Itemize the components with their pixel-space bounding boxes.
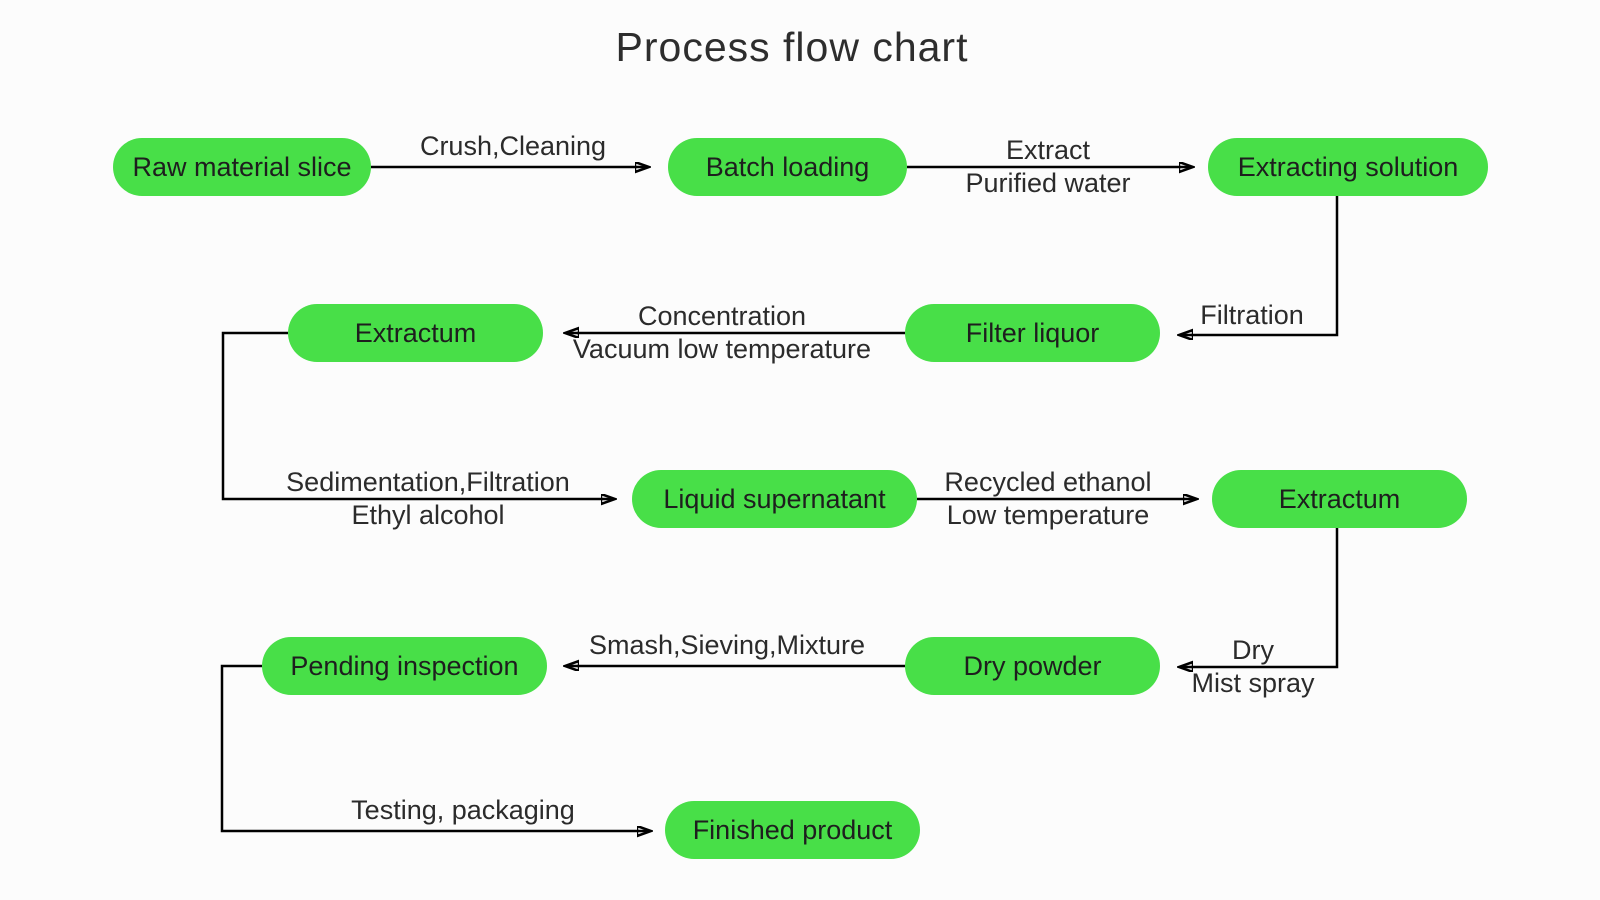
edge-label-line: Filtration [1200, 300, 1304, 330]
edge-label-line: Smash,Sieving,Mixture [588, 630, 866, 660]
edge-label-sedimentation: Sedimentation,Filtration Ethyl alcohol [286, 466, 570, 532]
edge-label-concentration: Concentration Vacuum low temperature [573, 300, 871, 366]
node-extracting-solution: Extracting solution [1208, 138, 1488, 196]
node-finished-product: Finished product [665, 801, 920, 859]
edge-label-line: Purified water [965, 168, 1131, 198]
node-dry-powder: Dry powder [905, 637, 1160, 695]
node-extractum-1: Extractum [288, 304, 543, 362]
node-extractum-2: Extractum [1212, 470, 1467, 528]
edge-label-smash: Smash,Sieving,Mixture [589, 629, 865, 662]
node-filter-liquor: Filter liquor [905, 304, 1160, 362]
edge-label-line: Testing, packaging [351, 795, 575, 825]
edge-label-recycled-ethanol: Recycled ethanol Low temperature [944, 466, 1151, 532]
edge-label-line: Concentration [637, 301, 807, 331]
edge-label-line: Crush,Cleaning [419, 131, 607, 161]
edge-label-line: Dry [1232, 635, 1274, 665]
edge-label-line: Sedimentation,Filtration [286, 467, 570, 497]
edge-label-dry: Dry Mist spray [1191, 634, 1314, 700]
node-liquid-supernatant: Liquid supernatant [632, 470, 917, 528]
edge-label-line: Vacuum low temperature [572, 334, 872, 364]
edge-label-extract: Extract Purified water [965, 134, 1130, 200]
edge-label-line: Extract [1005, 135, 1091, 165]
edge-label-line: Ethyl alcohol [351, 500, 505, 530]
node-batch-loading: Batch loading [668, 138, 907, 196]
chart-title: Process flow chart [615, 24, 969, 70]
edge-extractum1-to-liquid [221, 331, 614, 499]
edge-label-filtration: Filtration [1200, 299, 1304, 332]
edge-pending-to-finished [220, 664, 650, 831]
edge-label-crush-cleaning: Crush,Cleaning [420, 130, 606, 163]
edge-label-line: Recycled ethanol [944, 467, 1152, 497]
edge-label-line: Mist spray [1191, 668, 1315, 698]
edge-label-line: Low temperature [946, 500, 1150, 530]
edge-extractum2-to-drypowder [1180, 528, 1339, 667]
edge-extracting-to-filter [1180, 196, 1339, 335]
edge-label-testing-packaging: Testing, packaging [351, 794, 575, 827]
node-raw-material-slice: Raw material slice [113, 138, 371, 196]
node-pending-inspection: Pending inspection [262, 637, 547, 695]
